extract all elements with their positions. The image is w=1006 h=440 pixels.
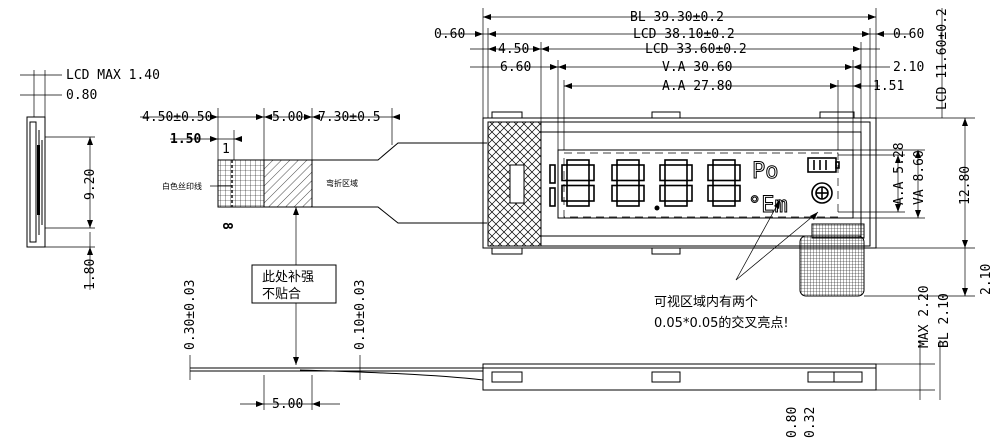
dim-aa-height: A.A 5.28 xyxy=(892,142,907,205)
segment xyxy=(659,184,666,202)
segment xyxy=(734,164,741,182)
digit-3 xyxy=(659,159,693,207)
segment xyxy=(664,200,688,207)
digit-2 xyxy=(611,159,645,207)
note-stiffener-line2: 不贴合 xyxy=(262,287,301,302)
dim-fpc-1: 1 xyxy=(222,142,230,157)
segment xyxy=(566,200,590,207)
side-view xyxy=(20,70,95,290)
dim-fpc-150: 1.50 xyxy=(170,132,201,147)
dim-left-060: 0.60 xyxy=(434,27,465,42)
segment xyxy=(664,179,688,187)
note-stiffener-line1: 此处补强 xyxy=(262,270,314,285)
label-white-print-line: 白色丝印线 xyxy=(162,181,202,191)
label-bend-area: 弯折区域 xyxy=(326,178,358,188)
dim-bl-width: BL 39.30±0.2 xyxy=(630,10,724,25)
digit-4 xyxy=(707,159,741,207)
dim-bl-210: BL 2.10 xyxy=(937,293,952,348)
dim-bottom-080: 0.80 xyxy=(785,407,800,438)
segment xyxy=(638,164,645,182)
top-dimension-lines xyxy=(440,8,910,150)
dim-lcd-inner-width: LCD 33.60±0.2 xyxy=(645,42,747,57)
dim-lcd-max-thickness: LCD MAX 1.40 xyxy=(66,68,160,83)
segment xyxy=(561,164,568,182)
lcd-front-view xyxy=(482,111,877,297)
segment xyxy=(707,164,714,182)
segment xyxy=(588,164,595,182)
dim-fpc-thickness-030: 0.30±0.03 xyxy=(183,280,198,350)
segment xyxy=(561,184,568,202)
annotation-bright-points-line1: 可视区域内有两个 xyxy=(654,294,758,310)
digit-1 xyxy=(561,159,595,207)
dim-right-151: 1.51 xyxy=(873,79,904,94)
segment xyxy=(712,159,736,166)
dim-total-height: 12.80 xyxy=(958,166,973,205)
segment xyxy=(588,184,595,202)
right-dimension-lines xyxy=(838,8,975,297)
dim-va-width: V.A 30.60 xyxy=(662,60,732,75)
digit-leading-one xyxy=(549,164,556,207)
dim-side-080: 0.80 xyxy=(66,88,97,103)
dim-side-920: 9.20 xyxy=(83,169,98,200)
dim-max-220: MAX 2.20 xyxy=(917,285,932,348)
segment xyxy=(549,187,556,207)
segment xyxy=(549,164,556,184)
segment xyxy=(686,184,693,202)
segment xyxy=(712,200,736,207)
dim-fpc-thickness-010: 0.10±0.03 xyxy=(353,280,368,350)
dim-lcd-height: LCD 11.60±0.2 xyxy=(935,8,950,110)
segment xyxy=(566,179,590,187)
segment xyxy=(566,159,590,166)
seven-segment-digits xyxy=(549,159,741,207)
dim-right-060: 0.60 xyxy=(893,27,924,42)
segment xyxy=(611,164,618,182)
decimal-point xyxy=(654,205,660,211)
segment xyxy=(616,200,640,207)
unit-em: °Em xyxy=(748,193,788,218)
fpc-tail xyxy=(140,108,487,365)
unit-po: Po xyxy=(752,159,779,184)
segment xyxy=(638,184,645,202)
dim-lcd-outer-width: LCD 38.10±0.2 xyxy=(633,27,735,42)
dim-side-180: 1.80 xyxy=(83,259,98,290)
dim-fpc-730: 7.30±0.5 xyxy=(318,110,381,125)
segment xyxy=(664,159,688,166)
bottom-side-view xyxy=(189,340,941,410)
dim-right-210: 2.10 xyxy=(893,60,924,75)
dim-right-210: 2.10 xyxy=(979,264,994,295)
dim-va-height: VA 8.60 xyxy=(912,150,927,205)
dim-left-660: 6.60 xyxy=(500,60,531,75)
segment xyxy=(707,184,714,202)
segment xyxy=(734,184,741,202)
segment xyxy=(712,179,736,187)
bright-point-leaders xyxy=(735,199,819,281)
segment xyxy=(611,184,618,202)
fpc-pin-8: 8 xyxy=(219,222,234,230)
segment xyxy=(616,159,640,166)
segment xyxy=(659,164,666,182)
dim-fpc-450: 4.50±0.50 xyxy=(142,110,212,125)
dim-bottom-032: 0.32 xyxy=(803,407,818,438)
dim-left-450: 4.50 xyxy=(498,42,529,57)
segment xyxy=(616,179,640,187)
dim-bottom-500: 5.00 xyxy=(272,397,303,412)
annotation-bright-points-line2: 0.05*0.05的交叉亮点! xyxy=(654,315,789,331)
segment xyxy=(686,164,693,182)
dim-aa-width: A.A 27.80 xyxy=(662,79,732,94)
dim-fpc-500: 5.00 xyxy=(272,110,303,125)
